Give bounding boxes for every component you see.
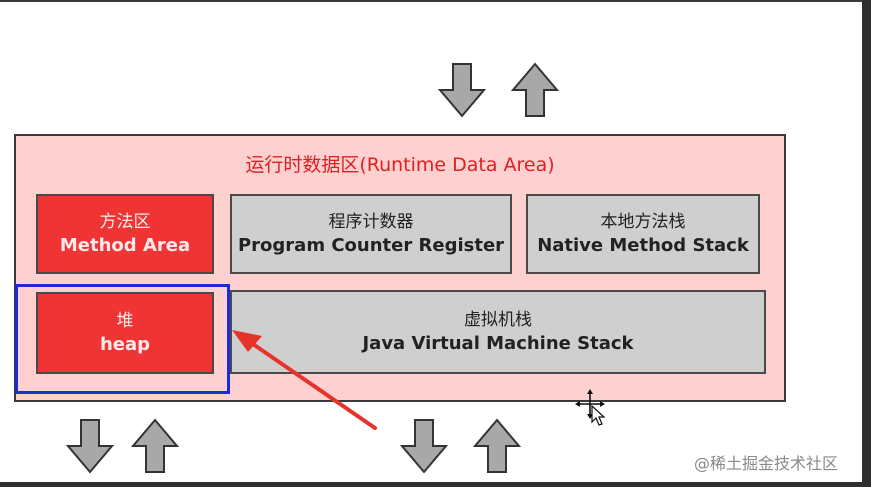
window-right-border [862, 0, 871, 487]
method-area-label-zh: 方法区 [99, 212, 151, 232]
arrow-up-icon [474, 419, 520, 473]
program-counter-label-en: Program Counter Register [237, 235, 505, 256]
native-method-stack-box: 本地方法栈 Native Method Stack [526, 194, 760, 274]
heap-label-en: heap [99, 334, 151, 355]
watermark: @稀土掘金技术社区 [694, 454, 839, 473]
annotation-arrow-icon [232, 330, 377, 430]
program-counter-label-zh: 程序计数器 [328, 212, 414, 232]
jvm-stack-label-en: Java Virtual Machine Stack [362, 333, 634, 354]
window-top-border [0, 0, 871, 2]
heap-box: 堆 heap [36, 292, 214, 374]
native-method-stack-label-en: Native Method Stack [537, 235, 749, 256]
method-area-box: 方法区 Method Area [36, 194, 214, 274]
jvm-stack-label-zh: 虚拟机栈 [464, 310, 532, 330]
arrow-down-icon [401, 419, 447, 473]
program-counter-box: 程序计数器 Program Counter Register [230, 194, 512, 274]
runtime-area-title: 运行时数据区(Runtime Data Area) [245, 154, 555, 176]
jvm-stack-box: 虚拟机栈 Java Virtual Machine Stack [230, 290, 766, 374]
heap-label-zh: 堆 [116, 311, 134, 331]
arrow-down-icon [439, 63, 485, 117]
heap-highlight-frame [15, 284, 230, 394]
arrow-up-icon [132, 419, 178, 473]
arrow-up-icon [512, 63, 558, 117]
native-method-stack-label-zh: 本地方法栈 [600, 212, 686, 232]
arrow-down-icon [67, 419, 113, 473]
method-area-label-en: Method Area [59, 235, 191, 256]
window-bottom-border [0, 482, 871, 487]
move-cursor-icon [575, 389, 606, 426]
